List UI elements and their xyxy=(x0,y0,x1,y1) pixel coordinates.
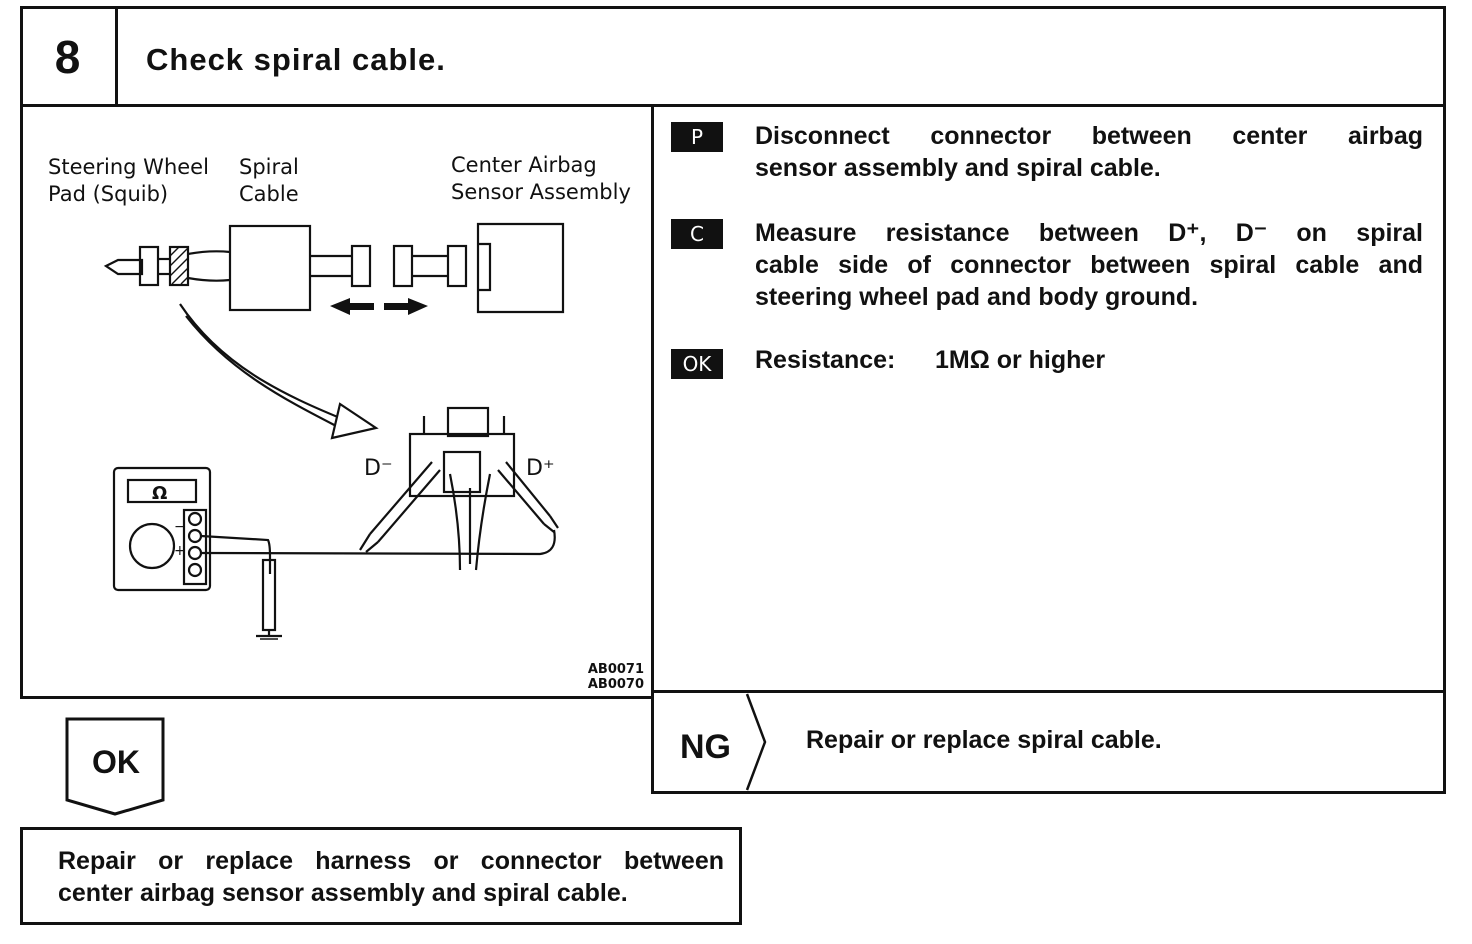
figure-code: AB0070 xyxy=(587,677,644,692)
resistance-label: Resistance: xyxy=(755,346,896,374)
label-line: Center Airbag xyxy=(451,153,597,177)
spiral-cable-diagram xyxy=(103,222,565,640)
label-center-airbag-sensor: Center Airbag Sensor Assembly xyxy=(451,152,631,206)
disconnect-arrow-left xyxy=(330,298,374,315)
ng-box xyxy=(651,690,1446,794)
instruction-measure: Measure resistance between D⁺, D⁻ on spi… xyxy=(755,217,1423,313)
result-line: Repair or replace harness or connector b… xyxy=(58,847,724,875)
figure-code: AB0071 xyxy=(587,662,644,677)
label-line: Spiral xyxy=(239,155,299,179)
center-airbag-sensor xyxy=(476,222,565,314)
instruction-line: Measure resistance between D⁺, D⁻ on spi… xyxy=(755,219,1423,247)
meter-plus: + xyxy=(174,543,186,559)
instruction-disconnect: Disconnect connector between center airb… xyxy=(755,120,1423,184)
ok-label: OK xyxy=(92,744,140,780)
label-spiral-cable: Spiral Cable xyxy=(239,154,299,208)
ok-result-text: Repair or replace harness or connector b… xyxy=(58,845,724,909)
label-d-plus: D⁺ xyxy=(526,456,555,481)
step-title: Check spiral cable. xyxy=(146,42,446,77)
label-line: Cable xyxy=(239,182,299,206)
steering-pad-connector xyxy=(138,245,160,287)
instruction-line: Disconnect connector between center airb… xyxy=(755,122,1423,150)
ohm-symbol: Ω xyxy=(152,483,168,504)
spiral-cable-connector xyxy=(408,432,516,498)
result-line: center airbag sensor assembly and spiral… xyxy=(58,879,628,907)
label-line: Steering Wheel xyxy=(48,155,209,179)
instruction-line: sensor assembly and spiral cable. xyxy=(755,154,1161,182)
label-d-minus: D⁻ xyxy=(364,456,393,481)
instruction-line: steering wheel pad and body ground. xyxy=(755,283,1199,311)
figure-codes: AB0071 AB0070 xyxy=(570,662,644,692)
label-line: Sensor Assembly xyxy=(451,180,631,204)
label-steering-wheel-pad: Steering Wheel Pad (Squib) xyxy=(48,154,209,208)
multimeter xyxy=(112,466,212,592)
ng-label: NG xyxy=(680,728,731,766)
instruction-line: cable side of connector between spiral c… xyxy=(755,251,1423,279)
tag-p: P xyxy=(671,122,723,152)
label-line: Pad (Squib) xyxy=(48,182,169,206)
meter-minus: − xyxy=(174,519,186,535)
resistance-value: 1MΩ or higher xyxy=(935,346,1106,374)
ok-result-box xyxy=(20,827,742,925)
ng-action-text: Repair or replace spiral cable. xyxy=(806,726,1162,754)
tag-ok: OK xyxy=(671,349,723,379)
instructions-panel xyxy=(651,104,1446,697)
squib-lead xyxy=(103,258,144,276)
tag-c: C xyxy=(671,219,723,249)
ng-chevron xyxy=(745,693,767,791)
step-number: 8 xyxy=(20,6,118,107)
step-header xyxy=(20,6,1446,107)
ok-badge-shape xyxy=(65,717,165,816)
disconnect-arrow-right xyxy=(384,298,428,315)
spiral-cable-box xyxy=(228,224,312,312)
